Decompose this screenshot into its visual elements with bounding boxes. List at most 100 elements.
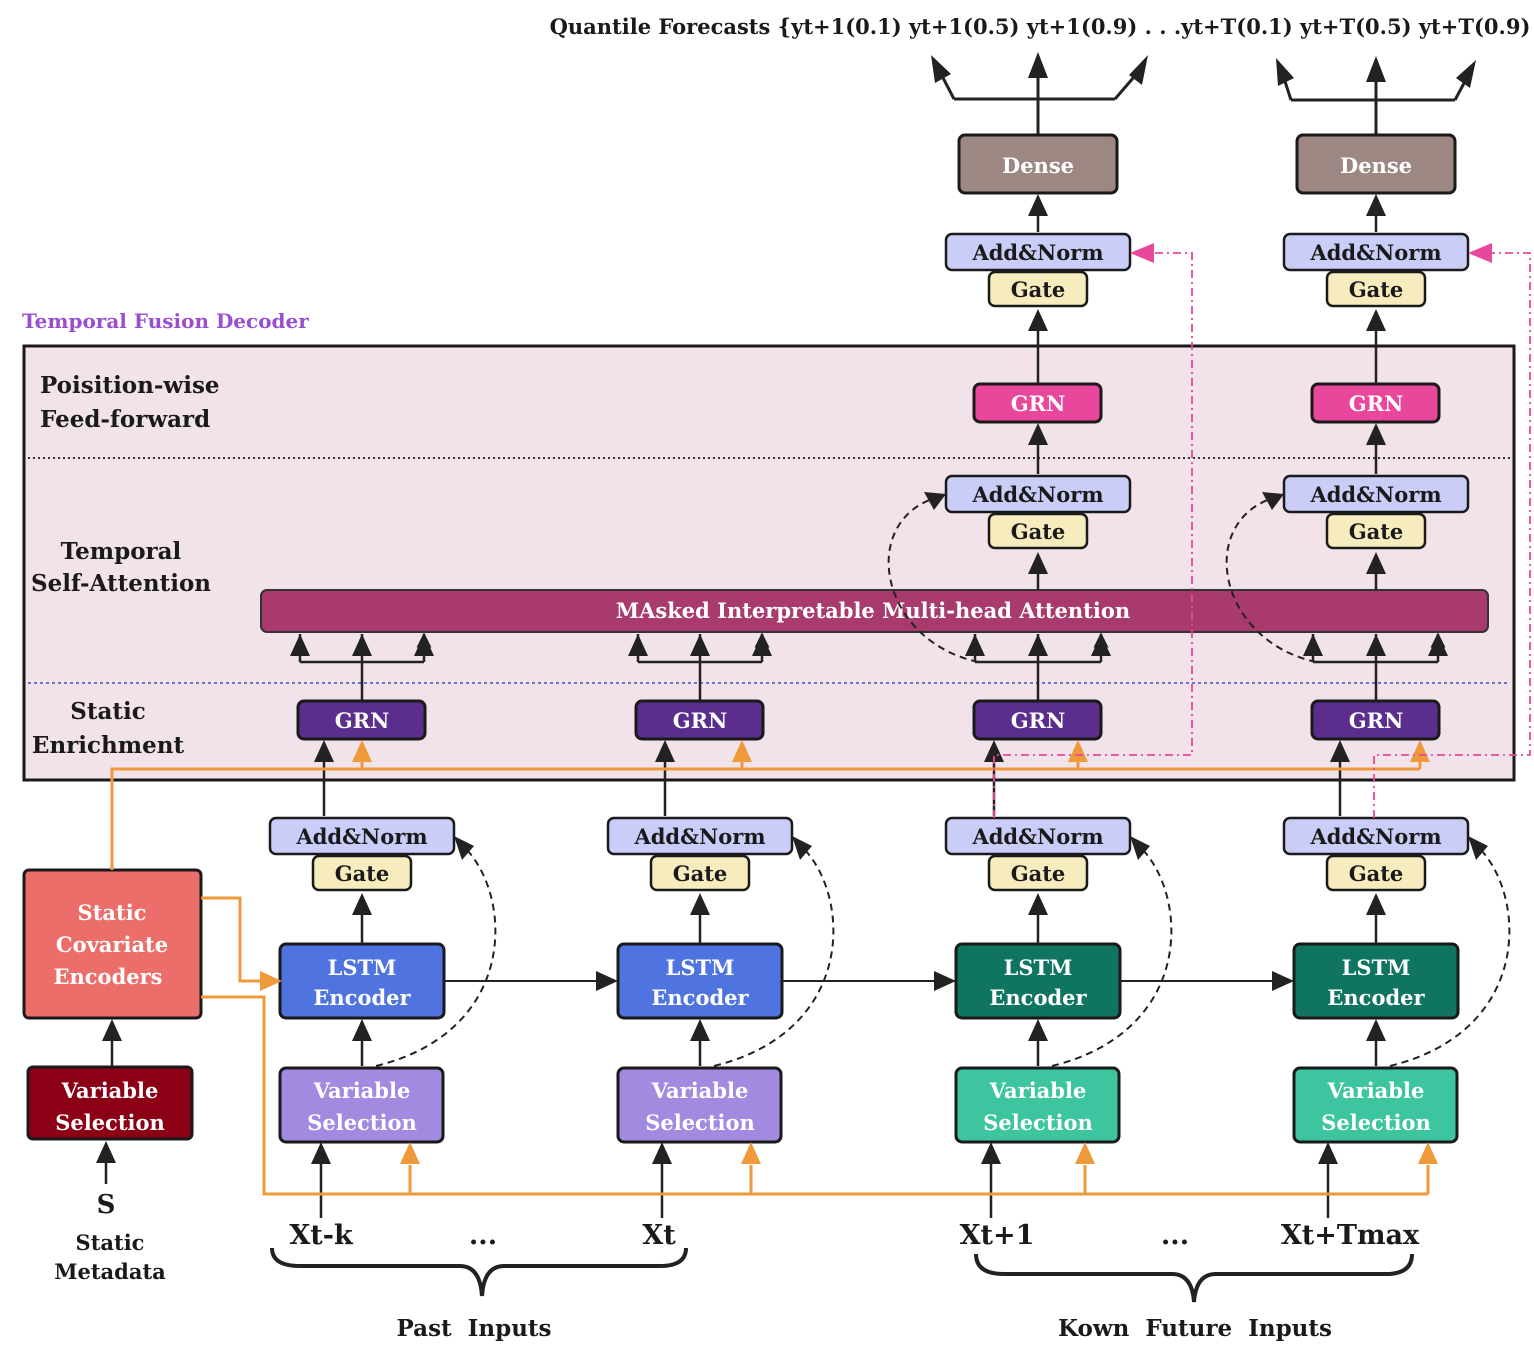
lstm-to-gate-future-1-head xyxy=(1028,893,1048,915)
attn-to-gate-future-tmax-head xyxy=(1366,552,1386,574)
out-future-tmax-add-norm-block xyxy=(1282,232,1470,272)
vs-past-t-label-1: Variable xyxy=(651,1078,749,1103)
skip-vs-future-tmax xyxy=(1389,844,1511,1067)
vs-to-lstm-past-t-head xyxy=(690,1019,710,1041)
lstm-to-gate-past-t-head xyxy=(690,893,710,915)
attention-label: MAsked Interpretable Multi-head Attentio… xyxy=(616,598,1130,623)
skip-vs-past-t xyxy=(713,844,835,1067)
skip-attn-future-tmax xyxy=(1225,496,1317,663)
input-future-tmax-arrow-head xyxy=(1318,1142,1338,1164)
skip-attn-future-tmax-head xyxy=(1262,492,1284,510)
input-past-t-arrow-head xyxy=(652,1142,672,1164)
vs-past-t-label-2: Selection xyxy=(645,1110,755,1135)
skip-vs-past-k xyxy=(375,844,497,1067)
section-label-self-attention-1: Temporal xyxy=(61,538,182,565)
input-future-1-arrow-head xyxy=(981,1142,1001,1164)
static-cov-label-2: Covariate xyxy=(56,932,168,957)
static-metadata-label-2: Metadata xyxy=(54,1259,166,1284)
skip-vs-past-k-head xyxy=(454,836,474,860)
static-cov-label-3: Encoders xyxy=(54,964,163,989)
lower-future-tmax-gate-block xyxy=(1325,854,1427,892)
static-variable-selection-block xyxy=(26,1065,194,1141)
out-future-tmax-gate-label: Gate xyxy=(1349,277,1404,302)
decoder-panel xyxy=(22,344,1516,782)
vs-to-lstm-past-k-head xyxy=(352,1019,372,1041)
lower-past-t-gate-label: Gate xyxy=(673,861,728,886)
grn-enrich-future-1-label: GRN xyxy=(1011,708,1066,733)
static-metadata-label-1: Static xyxy=(76,1230,145,1255)
vs-past-k-label-2: Selection xyxy=(307,1110,417,1135)
section-label-feed-forward-1: Poisition-wise xyxy=(40,372,220,399)
grn-enrich-past-t-block xyxy=(634,699,765,741)
input-label-xt: Xt xyxy=(642,1220,676,1251)
future-inputs-brace xyxy=(974,1253,1414,1303)
vs-to-lstm-future-1-head xyxy=(1028,1019,1048,1041)
grn-enrich-past-k-label: GRN xyxy=(335,708,390,733)
attention-input-arrowheads xyxy=(290,634,1448,656)
lstm-past-t-label-2: Encoder xyxy=(651,985,749,1010)
past-inputs-label: Past Inputs xyxy=(396,1315,551,1342)
lower-past-t-gate-block xyxy=(649,854,751,892)
lower-future-1-add-norm-label: Add&Norm xyxy=(971,824,1103,849)
section-label-enrichment-1: Static xyxy=(70,698,146,725)
vs-past-k-label-1: Variable xyxy=(313,1078,411,1103)
grnff-to-gate-future-1-head xyxy=(1028,309,1048,331)
section-label-enrichment-2: Enrichment xyxy=(32,732,185,759)
input-label-past-ellipsis: ... xyxy=(469,1220,497,1251)
diagram-title: Quantile Forecasts {yt+1(0.1) yt+1(0.5) … xyxy=(550,14,1531,39)
vs-future-1-block xyxy=(954,1066,1121,1144)
lstm-past-k-label-2: Encoder xyxy=(313,985,411,1010)
input-label-xt-k: Xt-k xyxy=(289,1220,354,1251)
attn-future-tmax-gate-label: Gate xyxy=(1349,519,1404,544)
lstm-past-k-label-1: LSTM xyxy=(328,955,397,980)
out-future-1-add-norm-block xyxy=(944,232,1132,272)
vs-future-1-label-1: Variable xyxy=(989,1078,1087,1103)
grn-ff-future-1-label: GRN xyxy=(1011,391,1066,416)
static-symbol: S xyxy=(97,1190,116,1220)
dense-future-1-label: Dense xyxy=(1002,153,1074,178)
vs-past-k-block xyxy=(278,1066,445,1144)
vs-future-tmax-block xyxy=(1292,1066,1459,1144)
lstm-past-t-label-1: LSTM xyxy=(666,955,735,980)
skip-attn-future-1 xyxy=(887,496,979,663)
static-vs-label-1: Variable xyxy=(61,1078,159,1103)
dense-future-1-block xyxy=(957,133,1119,195)
lower-future-tmax-add-norm-label: Add&Norm xyxy=(1309,824,1441,849)
static-cov-label-1: Static xyxy=(78,900,147,925)
skip-attn-future-1-head xyxy=(924,492,946,510)
dense-future-tmax-block xyxy=(1295,133,1457,195)
addnorm-to-grn-future-1-head xyxy=(984,740,1004,762)
lower-future-tmax-gate-label: Gate xyxy=(1349,861,1404,886)
section-label-self-attention-2: Self-Attention xyxy=(31,570,211,597)
skip-vs-future-tmax-head xyxy=(1468,836,1488,860)
addnorm-to-grn-future-tmax-head xyxy=(1330,740,1350,762)
grn-enrich-past-t-label: GRN xyxy=(673,708,728,733)
grn-enrich-future-tmax-block xyxy=(1310,699,1441,741)
skip-vs-past-t-head xyxy=(792,836,812,860)
grn-enrich-future-1-block xyxy=(972,699,1103,741)
attn-future-1-add-norm-label: Add&Norm xyxy=(971,482,1103,507)
columns: VariableSelectionLSTMEncoderAdd&NormGate… xyxy=(268,133,1511,1218)
lstm-future-1-label-2: Encoder xyxy=(989,985,1087,1010)
decoder-title: Temporal Fusion Decoder xyxy=(22,309,309,333)
input-past-k-arrow-head xyxy=(311,1142,331,1164)
gate-to-dense-future-1-head xyxy=(1028,194,1048,216)
section-label-feed-forward-2: Feed-forward xyxy=(40,406,210,433)
grn-enrich-past-k-block xyxy=(296,699,427,741)
dense-future-tmax-label: Dense xyxy=(1340,153,1412,178)
lower-past-k-gate-block xyxy=(311,854,413,892)
attn-future-1-gate-block xyxy=(987,512,1089,550)
addnorm-to-grn-past-k-head xyxy=(314,740,334,762)
attn-to-gate-future-1-head xyxy=(1028,552,1048,574)
grn-enrich-future-tmax-label: GRN xyxy=(1349,708,1404,733)
vs-past-t-block xyxy=(616,1066,783,1144)
out-future-1-gate-label: Gate xyxy=(1011,277,1066,302)
lower-past-k-gate-label: Gate xyxy=(335,861,390,886)
attn-future-tmax-gate-block xyxy=(1325,512,1427,550)
input-label-future-ellipsis: ... xyxy=(1161,1220,1189,1251)
lstm-future-tmax-label-1: LSTM xyxy=(1342,955,1411,980)
vs-future-tmax-label-1: Variable xyxy=(1327,1078,1425,1103)
input-label-xt-tmax: Xt+Tmax xyxy=(1281,1220,1420,1251)
lstm-to-gate-past-k-head xyxy=(352,893,372,915)
